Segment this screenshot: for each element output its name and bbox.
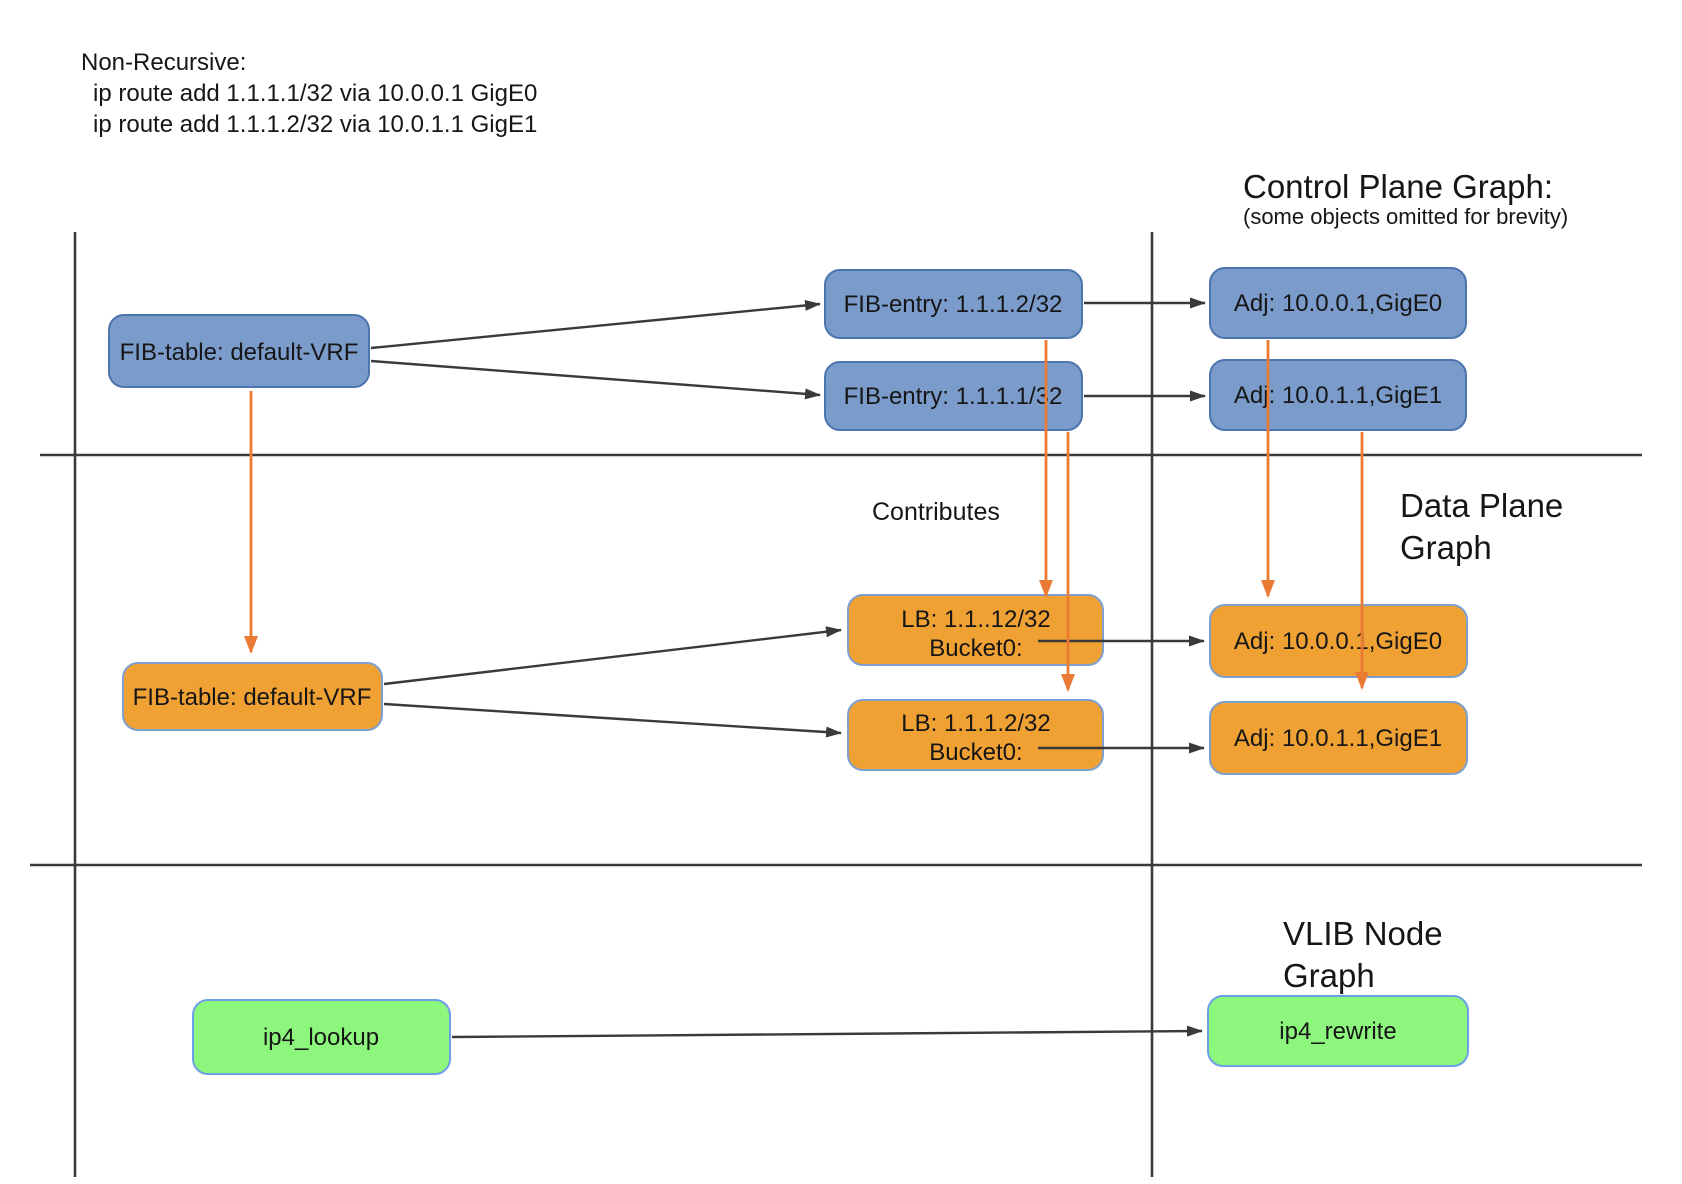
node-cp-adj-gige0-label: Adj: 10.0.0.1,GigE0 bbox=[1234, 290, 1442, 317]
contributes-label: Contributes bbox=[872, 498, 1000, 526]
node-dp-fib-table-label: FIB-table: default-VRF bbox=[133, 684, 372, 711]
control-plane-title: Control Plane Graph: bbox=[1243, 168, 1553, 205]
node-cp-fib-entry-1112 bbox=[824, 269, 1083, 339]
node-dp-adj-gige0 bbox=[1209, 604, 1468, 678]
control-plane-subtitle: (some objects omitted for brevity) bbox=[1243, 204, 1568, 229]
note-line-2: ip route add 1.1.1.2/32 via 10.0.1.1 Gig… bbox=[93, 111, 537, 138]
vlib-title-line1: VLIB Node bbox=[1283, 915, 1443, 952]
node-ip4-lookup-label: ip4_lookup bbox=[263, 1024, 379, 1051]
note-line-1: ip route add 1.1.1.1/32 via 10.0.0.1 Gig… bbox=[93, 80, 537, 107]
node-dp-lb-2-label-line1: LB: 1.1.1.2/32 bbox=[901, 710, 1050, 737]
data-plane-title-line1: Data Plane bbox=[1400, 487, 1563, 524]
edge-ip4-lookup-to-ip4-rewrite bbox=[451, 1025, 1203, 1039]
edge-cp-fibtable-to-fibentry-1112 bbox=[370, 299, 821, 350]
vlib-title-line2: Graph bbox=[1283, 957, 1375, 994]
node-cp-adj-gige0 bbox=[1209, 267, 1467, 339]
node-cp-fib-entry-1111 bbox=[824, 361, 1083, 431]
data-plane-title-line2: Graph bbox=[1400, 529, 1492, 566]
node-cp-adj-gige1-label: Adj: 10.0.1.1,GigE1 bbox=[1234, 382, 1442, 409]
node-dp-adj-gige0-label: Adj: 10.0.0.1,GigE0 bbox=[1234, 628, 1442, 655]
node-dp-lb-2-label-line2: Bucket0: bbox=[929, 739, 1022, 766]
edge-cp-fibtable-to-fibentry-1111 bbox=[370, 359, 821, 400]
node-cp-adj-gige1 bbox=[1209, 359, 1467, 431]
node-dp-adj-gige1-label: Adj: 10.0.1.1,GigE1 bbox=[1234, 725, 1442, 752]
edge-dp-fibtable-to-lb-1 bbox=[383, 626, 842, 686]
node-ip4-lookup bbox=[192, 999, 451, 1075]
node-cp-fib-entry-1112-label: FIB-entry: 1.1.1.2/32 bbox=[844, 291, 1063, 318]
node-cp-fib-table-label: FIB-table: default-VRF bbox=[120, 339, 359, 366]
node-dp-adj-gige1 bbox=[1209, 701, 1468, 775]
node-dp-fib-table bbox=[122, 662, 383, 731]
node-dp-lb-1 bbox=[847, 594, 1104, 666]
node-dp-lb-1-label-line1: LB: 1.1..12/32 bbox=[901, 606, 1050, 633]
node-ip4-rewrite bbox=[1207, 995, 1469, 1067]
node-cp-fib-table bbox=[108, 314, 370, 388]
node-cp-fib-entry-1111-label: FIB-entry: 1.1.1.1/32 bbox=[844, 383, 1063, 410]
node-dp-lb-1-label-line2: Bucket0: bbox=[929, 635, 1022, 662]
edge-dp-fibtable-to-lb-2 bbox=[383, 702, 842, 738]
note-title: Non-Recursive: bbox=[81, 49, 246, 76]
node-ip4-rewrite-label: ip4_rewrite bbox=[1279, 1018, 1396, 1045]
node-dp-lb-2 bbox=[847, 699, 1104, 771]
